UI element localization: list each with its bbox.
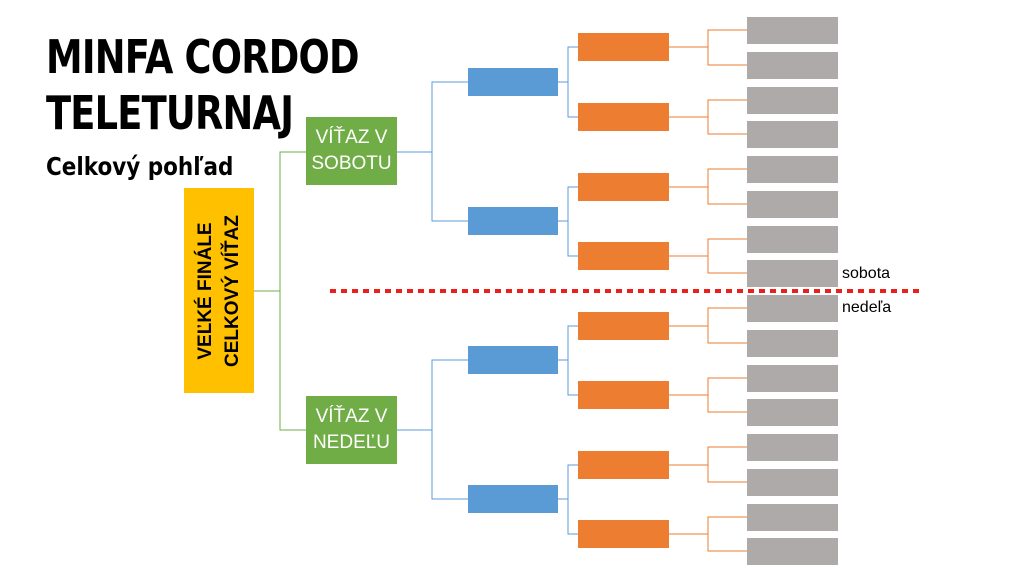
round1-slot — [578, 381, 669, 409]
entry-slot — [747, 191, 838, 218]
round2-slot — [468, 68, 558, 96]
round1-connectors-saturday — [669, 29, 747, 274]
entry-slot — [747, 330, 838, 357]
entry-slot — [747, 434, 838, 461]
entry-slot — [747, 538, 838, 565]
saturday-winner-label-1: VÍŤAZ V — [315, 127, 388, 148]
title-line-2: TELETURNAJ — [46, 86, 294, 140]
final-label-2: CELKOVÝ VÍŤAZ — [222, 214, 243, 367]
sunday-winner-label-2: NEDEĽU — [312, 432, 391, 453]
entry-slot — [747, 121, 838, 148]
round2-slot — [468, 207, 558, 235]
entry-slot — [747, 365, 838, 392]
grand-final-box: VEĽKÉ FINÁLE CELKOVÝ VÍŤAZ — [184, 188, 254, 393]
final-label-1: VEĽKÉ FINÁLE — [195, 221, 216, 360]
saturday-winner-box: VÍŤAZ V SOBOTU — [306, 117, 397, 185]
round2-slot — [468, 485, 558, 513]
final-connectors — [254, 151, 306, 431]
entry-slot — [747, 87, 838, 114]
round1-connectors-sunday — [669, 307, 747, 552]
saturday-label: sobota — [842, 265, 891, 282]
entry-slot — [747, 399, 838, 426]
sunday-label: nedeľa — [842, 299, 892, 316]
entry-slot — [747, 156, 838, 183]
round1-slot — [578, 312, 669, 340]
entry-slot — [747, 469, 838, 496]
title-line-1: MINFA CORDOD — [46, 30, 360, 84]
round1-slot — [578, 103, 669, 131]
sunday-winner-label-1: VÍŤAZ V — [315, 406, 388, 427]
sunday-winner-box: VÍŤAZ V NEDEĽU — [306, 396, 397, 464]
subtitle: Celkový pohľad — [46, 152, 234, 181]
round1-slot — [578, 451, 669, 479]
entry-slot — [747, 260, 838, 287]
round1-slot — [578, 520, 669, 548]
round2-slot — [468, 346, 558, 374]
entry-slot — [747, 17, 838, 44]
round1-slot — [578, 33, 669, 61]
entry-slot — [747, 295, 838, 322]
round1-slot — [578, 173, 669, 201]
entry-slot — [747, 504, 838, 531]
semifinal-connectors — [397, 81, 468, 500]
entry-slot — [747, 52, 838, 79]
round1-slot — [578, 242, 669, 270]
round2-connectors — [558, 46, 578, 535]
entry-slot — [747, 226, 838, 253]
saturday-winner-label-2: SOBOTU — [311, 153, 392, 174]
